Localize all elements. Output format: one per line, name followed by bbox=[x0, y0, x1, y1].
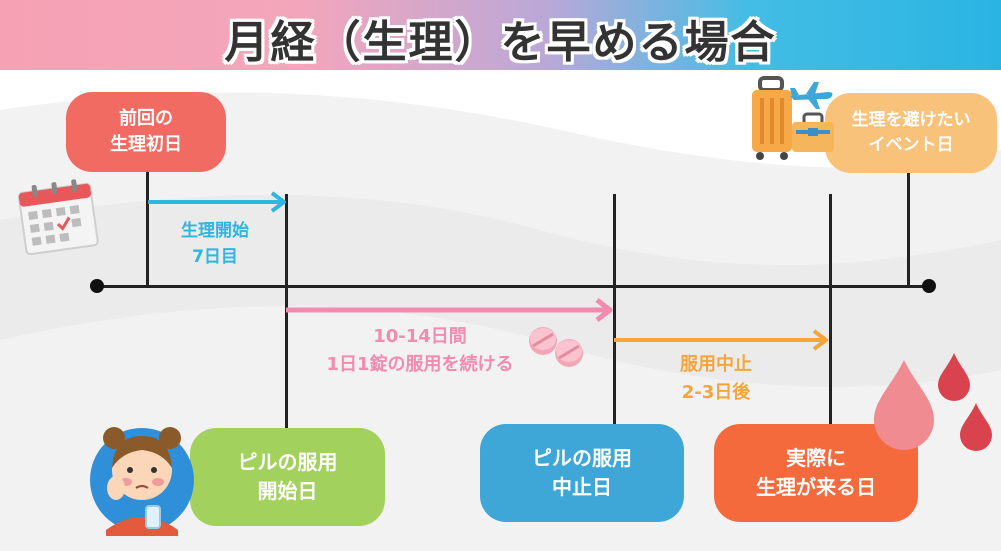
pill-icon bbox=[529, 327, 583, 367]
timeline-axis bbox=[96, 285, 929, 288]
title-banner bbox=[0, 0, 1001, 70]
start-offset-label: 生理開始 7日目 bbox=[181, 221, 249, 268]
pill-start-box: ピルの服用 開始日 bbox=[190, 428, 385, 526]
after-stop-arrow bbox=[614, 329, 828, 351]
axis-end-dot bbox=[922, 279, 936, 293]
after-stop-label: 服用中止 2-3日後 bbox=[680, 354, 752, 403]
start-offset-arrow bbox=[148, 191, 286, 213]
pill-start-marker bbox=[285, 194, 288, 432]
pill-duration-arrow bbox=[286, 298, 613, 322]
airplane-icon bbox=[790, 82, 833, 109]
event-day-box: 生理を避けたい イベント日 bbox=[825, 93, 997, 173]
period-arrives-marker bbox=[829, 194, 832, 426]
calendar-icon bbox=[17, 179, 99, 256]
pill-duration-label: 10-14日間 1日1錠の服用を続ける bbox=[326, 326, 514, 375]
event-day-marker bbox=[907, 170, 910, 287]
page-title: 月経（生理）を早める場合 bbox=[224, 17, 777, 68]
axis-start-dot bbox=[90, 279, 104, 293]
period-arrives-box: 実際に 生理が来る日 bbox=[714, 424, 918, 522]
pill-stop-box: ピルの服用 中止日 bbox=[480, 424, 684, 522]
girl-sick-illustration bbox=[90, 427, 194, 536]
last-period-marker bbox=[146, 170, 149, 287]
pill-stop-marker bbox=[613, 194, 616, 426]
last-period-box: 前回の 生理初日 bbox=[66, 92, 226, 172]
blood-drop-icon bbox=[874, 353, 992, 451]
suitcase-icon bbox=[752, 76, 834, 160]
